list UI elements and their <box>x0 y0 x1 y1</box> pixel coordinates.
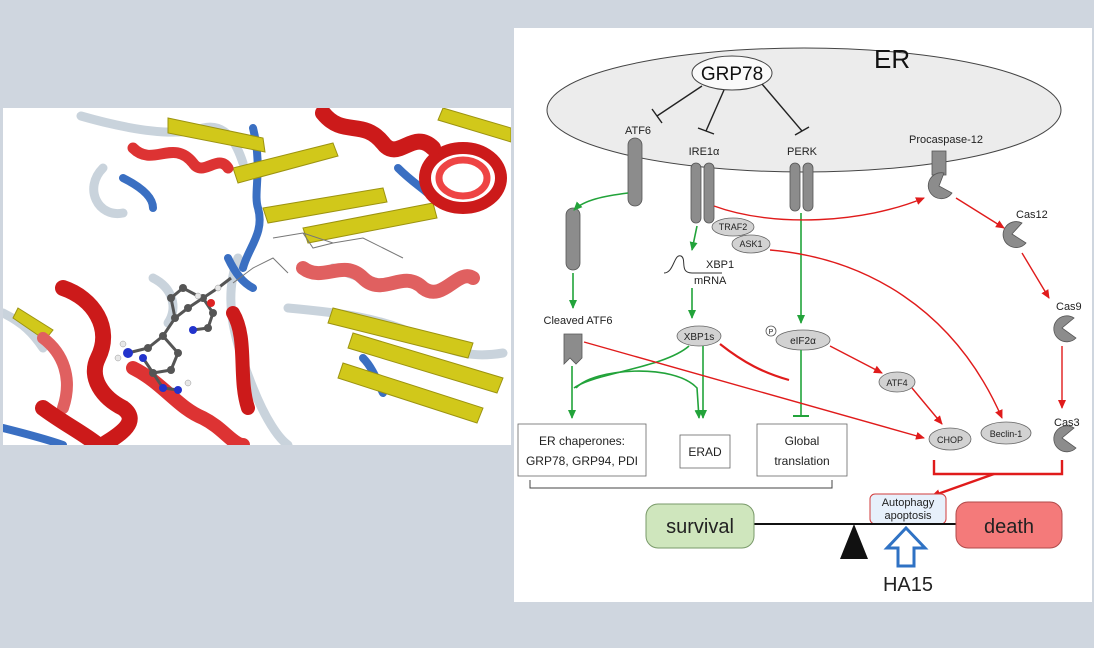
cas3-label: Cas3 <box>1054 417 1080 429</box>
procaspase12-receptor <box>931 150 947 176</box>
atf4-label: ATF4 <box>886 378 907 388</box>
ligand-molecule <box>114 232 404 394</box>
grp78-inhibition-lines <box>651 83 810 136</box>
protein-structure-image <box>3 108 511 445</box>
autophagy-line2: apoptosis <box>884 510 932 522</box>
beclin1-label: Beclin-1 <box>990 429 1023 439</box>
xbp1-mrna-icon <box>663 255 722 274</box>
atf6-translocation-arrow <box>573 192 629 211</box>
erad-box <box>679 434 731 469</box>
chop-label: CHOP <box>937 435 963 445</box>
ask1-node <box>731 234 771 254</box>
traf2-label: TRAF2 <box>719 222 748 232</box>
global-line2: translation <box>774 454 829 468</box>
atf6-cytosolic <box>565 207 581 271</box>
death-label: death <box>984 516 1034 538</box>
atf4-node <box>878 371 916 393</box>
cleaved-atf6-label: Cleaved ATF6 <box>544 315 613 327</box>
red-apoptosis-arrows <box>583 197 1066 440</box>
cas12-icon <box>1002 221 1027 248</box>
autophagy-line1: Autophagy <box>882 497 935 509</box>
er-stress-pathway-diagram: ER GRP78 ATF6 IRE1α PERK Procaspase-12 <box>514 28 1092 602</box>
xbp1s-node <box>676 325 722 347</box>
balance-fulcrum <box>840 524 868 559</box>
ire1a-label: IRE1α <box>689 146 720 158</box>
chaperones-line1: ER chaperones: <box>539 434 625 448</box>
atf6-receptor <box>627 137 643 207</box>
atf6-label: ATF6 <box>625 125 651 137</box>
xbp1-label: XBP1 <box>706 259 734 271</box>
ha15-label: HA15 <box>883 574 933 596</box>
ha15-up-arrow <box>883 525 929 568</box>
survival-bracket <box>529 480 833 489</box>
beclin1-node <box>980 421 1032 445</box>
phospho-label: P <box>769 329 774 336</box>
xbp1s-label: XBP1s <box>684 332 715 343</box>
eif2a-node <box>775 329 831 351</box>
death-signal-bracket <box>932 460 1064 476</box>
ire1a-to-xbp1-arrow <box>689 225 698 251</box>
cleaved-atf6-icon <box>563 333 583 365</box>
cas9-label: Cas9 <box>1056 301 1082 313</box>
protein-ribbon-render <box>3 108 511 445</box>
green-survival-arrows <box>568 345 707 419</box>
cas9-icon <box>1053 315 1077 343</box>
phospho-marker <box>765 325 777 337</box>
global-translation-box <box>756 423 848 477</box>
procaspase12-cleaved-icon <box>927 172 953 200</box>
perk-receptor <box>789 162 814 212</box>
er-label: ER <box>874 44 910 74</box>
erad-label: ERAD <box>688 445 722 459</box>
alpha-helices <box>35 108 507 445</box>
procaspase12-label: Procaspase-12 <box>909 134 983 146</box>
chaperones-line2: GRP78, GRP94, PDI <box>526 454 638 468</box>
beta-sheets <box>12 108 511 424</box>
cas3-icon <box>1053 425 1077 453</box>
grp78-node <box>691 55 773 91</box>
survival-box <box>645 503 755 549</box>
perk-label: PERK <box>787 146 818 158</box>
ask1-label: ASK1 <box>739 239 762 249</box>
global-line1: Global <box>785 434 820 448</box>
pathway-canvas: ER GRP78 ATF6 IRE1α PERK Procaspase-12 <box>517 44 1082 596</box>
to-autophagy-arrow <box>931 472 995 498</box>
death-box <box>955 501 1063 549</box>
grp78-label: GRP78 <box>701 64 763 85</box>
survival-label: survival <box>666 516 734 538</box>
ire1a-receptor <box>690 162 715 224</box>
eif2a-label: eIF2α <box>790 336 816 347</box>
cas12-label: Cas12 <box>1016 209 1048 221</box>
chop-node <box>928 427 972 451</box>
mrna-label: mRNA <box>694 275 727 287</box>
traf2-node <box>711 217 755 237</box>
er-chaperones-box <box>517 423 647 477</box>
